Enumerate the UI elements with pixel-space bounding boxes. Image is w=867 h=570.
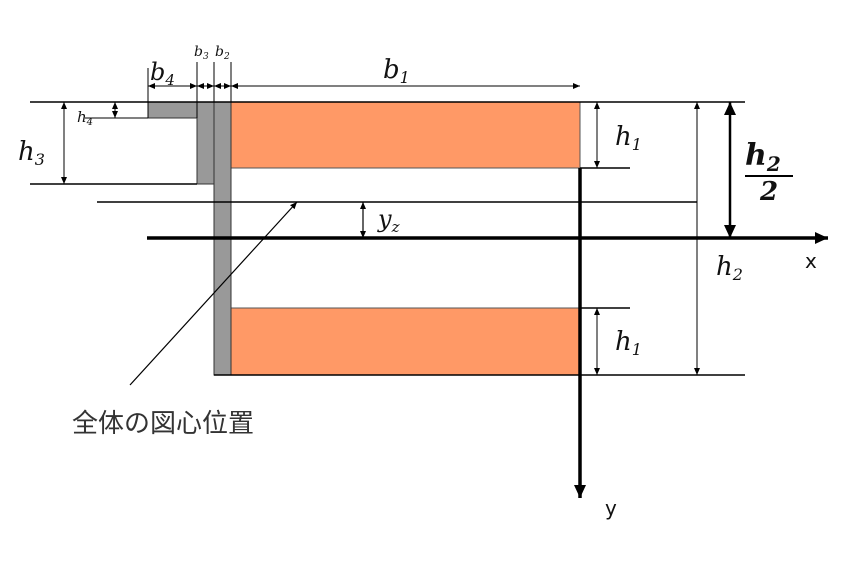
label-h3: h3 bbox=[18, 137, 45, 169]
bottom-flange bbox=[230, 307, 581, 376]
y-axis-label: y bbox=[605, 496, 617, 520]
label-h4: h4 bbox=[77, 108, 93, 128]
label-yz: yz bbox=[377, 205, 400, 236]
label-half-h2: h2 2 bbox=[745, 138, 793, 207]
angle-plate bbox=[147, 101, 215, 185]
centroid-caption: 全体の図心位置 bbox=[72, 409, 254, 439]
svg-text:2: 2 bbox=[759, 177, 778, 207]
label-h2: h2 bbox=[716, 252, 743, 284]
label-b4: b4 bbox=[150, 58, 175, 89]
label-b1: b1 bbox=[383, 55, 410, 87]
label-b2: b2 bbox=[215, 44, 230, 62]
top-flange bbox=[230, 101, 581, 169]
centroid-leader bbox=[129, 201, 298, 386]
label-h1-bottom: h1 bbox=[615, 327, 642, 359]
label-b3: b3 bbox=[194, 44, 209, 62]
label-h1-top: h1 bbox=[615, 122, 642, 154]
x-axis-label: x bbox=[805, 249, 817, 273]
svg-text:h2: h2 bbox=[745, 138, 781, 176]
